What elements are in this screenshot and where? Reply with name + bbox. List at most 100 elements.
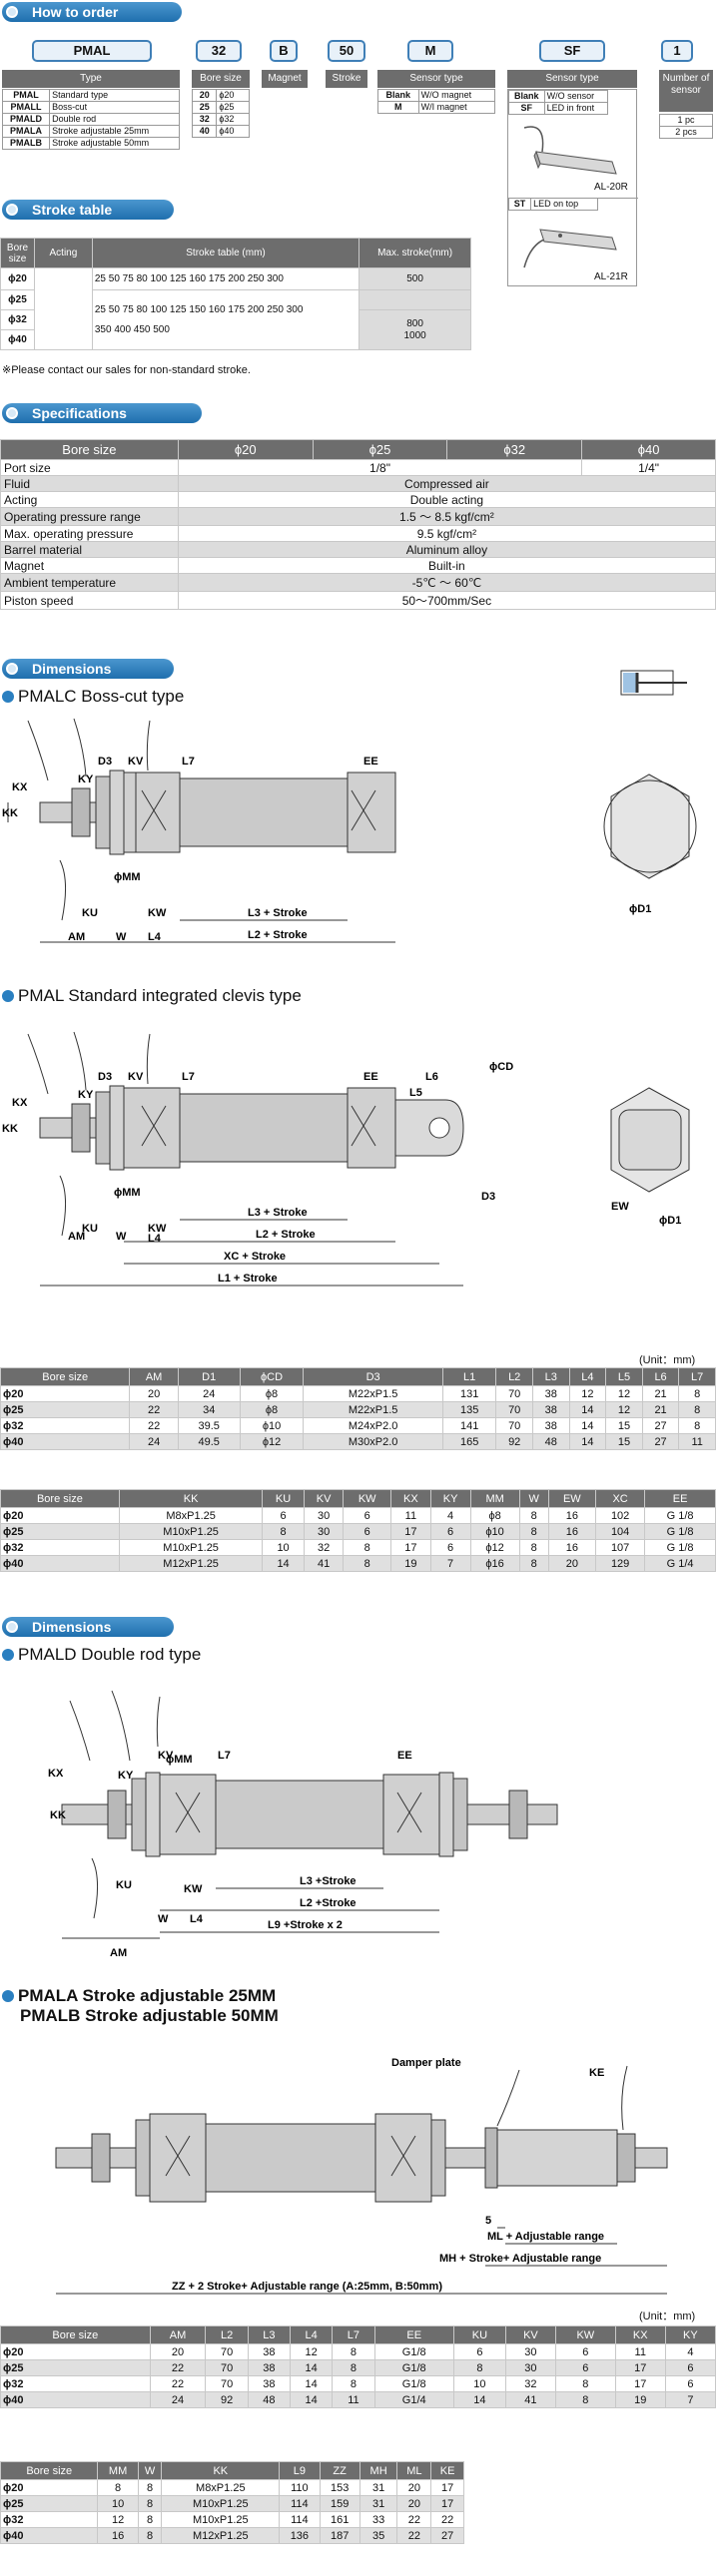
table-cell: 11 <box>332 2391 375 2408</box>
table-cell: 22 <box>129 1417 179 1434</box>
table-cell: 104 <box>595 1523 646 1540</box>
table-cell: 8 <box>332 2343 375 2360</box>
column-header: D1 <box>177 1367 241 1386</box>
bore-size-cell: ϕ40 <box>0 1555 120 1572</box>
column-header: XC <box>595 1489 646 1508</box>
table-cell: 48 <box>531 1433 570 1450</box>
column-header: KU <box>262 1489 305 1508</box>
type-header: Type <box>2 70 180 88</box>
table-cell: 8 <box>554 2391 616 2408</box>
label-w: W <box>158 1913 169 1925</box>
label-w: W <box>116 931 127 943</box>
table-cell: 8 <box>97 2479 139 2496</box>
label-mm: ϕMM <box>114 1187 141 1199</box>
label-kw: KW <box>184 1883 203 1895</box>
table-cell: 32 <box>504 2375 556 2392</box>
table-cell: 49.5 <box>177 1433 241 1450</box>
bore-size-cell: ϕ25 <box>0 1523 120 1540</box>
bullet-icon <box>6 204 18 216</box>
table-cell: 31 <box>358 2495 398 2512</box>
label-l6: L6 <box>425 1071 438 1083</box>
column-header: L4 <box>568 1367 607 1386</box>
table-cell: ϕ16 <box>469 1555 520 1572</box>
table-cell: G1/8 <box>373 2375 454 2392</box>
table-cell: G 1/8 <box>644 1523 716 1540</box>
label-l2-stroke: L2 +Stroke <box>300 1897 357 1909</box>
label-l4: L4 <box>148 931 162 943</box>
label-ku: KU <box>82 907 98 919</box>
how-to-order-header: How to order <box>2 2 182 22</box>
table-cell: 41 <box>504 2391 556 2408</box>
table-cell: 6 <box>343 1507 391 1524</box>
table-cell: 38 <box>531 1417 570 1434</box>
table-cell: 30 <box>303 1507 345 1524</box>
bullet-icon <box>2 990 14 1002</box>
table-cell: 17 <box>430 2495 464 2512</box>
table-cell: 24 <box>129 1433 179 1450</box>
label-d3-clevis: D3 <box>481 1191 495 1203</box>
label-ml-adjustable: ML + Adjustable range <box>487 2231 604 2243</box>
bore-size-cell: ϕ40 <box>0 2527 99 2544</box>
table-cell: 22 <box>149 2359 207 2376</box>
table-cell: M24xP2.0 <box>303 1417 443 1434</box>
table-cell: 33 <box>358 2511 398 2528</box>
table-cell: 161 <box>319 2511 360 2528</box>
table-cell: 11 <box>614 2343 666 2360</box>
label-l7: L7 <box>218 1750 231 1762</box>
table-cell: 24 <box>177 1385 241 1402</box>
table-cell: G 1/8 <box>644 1507 716 1524</box>
magnet-header: Magnet <box>262 70 308 88</box>
column-header: EE <box>373 2325 454 2344</box>
label-ky: KY <box>78 773 94 785</box>
label-l2-stroke: L2 + Stroke <box>256 1229 316 1241</box>
table-cell: M12xP1.25 <box>161 2527 281 2544</box>
table-cell: 6 <box>664 2375 716 2392</box>
order-code-magnet: B <box>270 40 298 62</box>
table-cell: 6 <box>343 1523 391 1540</box>
table-cell: 6 <box>664 2359 716 2376</box>
bullet-icon <box>2 1990 14 2002</box>
column-header: W <box>137 2461 163 2480</box>
bore-size-cell: ϕ25 <box>0 2495 99 2512</box>
table-cell: 8 <box>678 1385 716 1402</box>
table-cell: 35 <box>358 2527 398 2544</box>
table-cell: 22 <box>396 2527 432 2544</box>
sensor-model-1: AL-20R <box>594 182 628 193</box>
column-header: KX <box>614 2325 666 2344</box>
label-am: AM <box>110 1947 127 1956</box>
table-cell: G 1/8 <box>644 1539 716 1556</box>
table-cell: 38 <box>247 2359 292 2376</box>
table-cell: 32 <box>303 1539 345 1556</box>
table-cell: 16 <box>97 2527 139 2544</box>
table-cell: ϕ12 <box>469 1539 520 1556</box>
column-header: ϕCD <box>239 1367 305 1386</box>
table-cell: 107 <box>595 1539 646 1556</box>
table-cell: 14 <box>452 2391 506 2408</box>
column-header: KU <box>452 2325 506 2344</box>
bullet-icon <box>2 691 14 703</box>
label-ee: EE <box>363 756 378 768</box>
label-kw: KW <box>148 1223 167 1235</box>
table-cell: 21 <box>641 1401 680 1418</box>
table-cell: 136 <box>279 2527 321 2544</box>
label-damper-plate: Damper plate <box>391 2057 461 2069</box>
table-cell: ϕ10 <box>239 1417 305 1434</box>
column-header: Bore size <box>0 2325 151 2344</box>
label-d3: D3 <box>98 1071 112 1083</box>
table-cell: 38 <box>531 1385 570 1402</box>
table-cell: 14 <box>568 1433 607 1450</box>
table-cell: 30 <box>504 2359 556 2376</box>
label-l4: L4 <box>190 1913 204 1925</box>
label-ky: KY <box>118 1770 134 1782</box>
table-cell: 10 <box>262 1539 305 1556</box>
dimensions-header-1: Dimensions <box>2 659 174 679</box>
table-cell: 110 <box>279 2479 321 2496</box>
label-am: AM <box>68 1231 85 1243</box>
table-cell: M30xP2.0 <box>303 1433 443 1450</box>
